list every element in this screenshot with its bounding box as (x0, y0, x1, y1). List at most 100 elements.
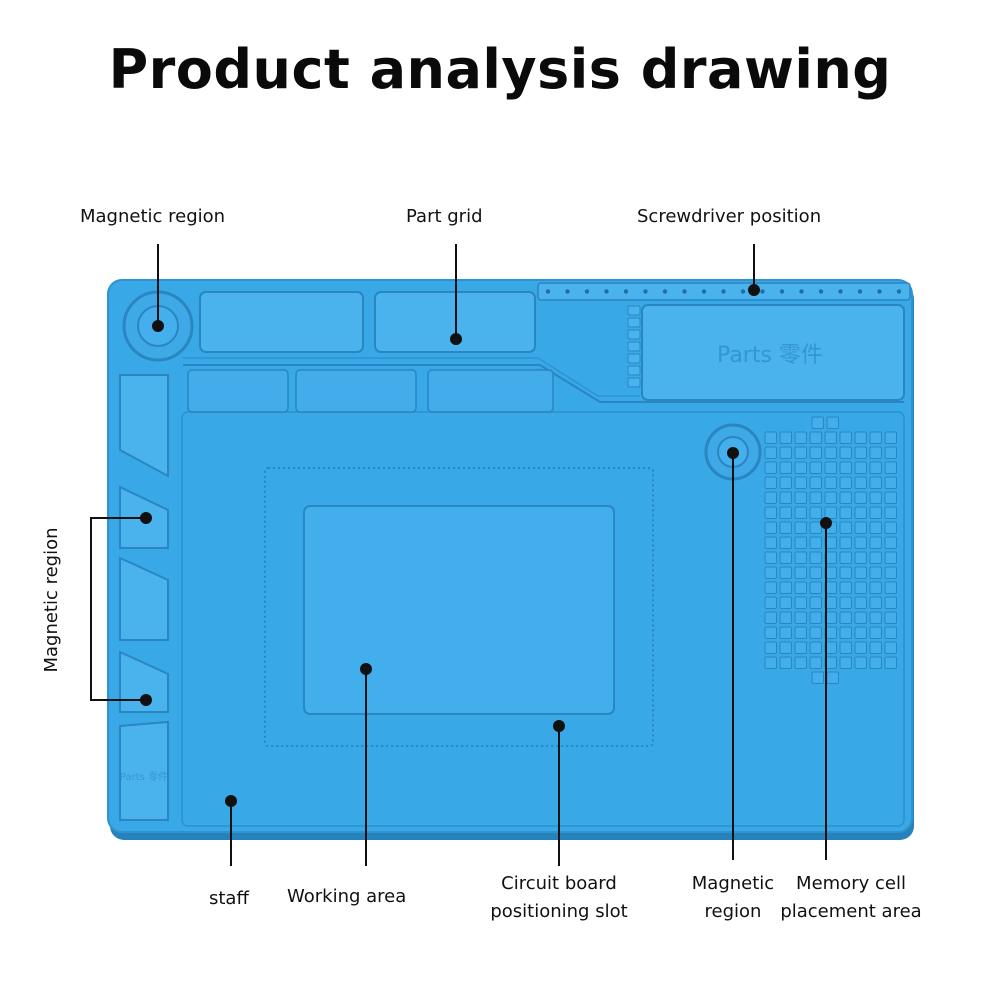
memory-cell (826, 671, 839, 684)
memory-cell (854, 641, 867, 654)
slot-1 (187, 369, 289, 413)
memory-cell (794, 446, 807, 459)
channel-boundary-upper (183, 357, 640, 397)
leader-dot-memory-cell (820, 517, 832, 529)
memory-cell (869, 461, 882, 474)
leader-dot-magnetic-right (727, 447, 739, 459)
left-pocket-3 (119, 556, 169, 641)
memory-cell (839, 491, 852, 504)
memory-cell (779, 536, 792, 549)
memory-cell (779, 626, 792, 639)
memory-cell (839, 521, 852, 534)
memory-cell (794, 476, 807, 489)
memory-cell (811, 671, 824, 684)
memory-cell (809, 521, 822, 534)
memory-cell (794, 521, 807, 534)
memory-cell (839, 431, 852, 444)
label-screwdriver-position: Screwdriver position (637, 206, 822, 227)
workspace-border (181, 411, 905, 827)
memory-cell (869, 656, 882, 669)
memory-cell (809, 446, 822, 459)
memory-cell (839, 581, 852, 594)
memory-cell (854, 656, 867, 669)
notch-cell (627, 377, 641, 388)
memory-cell (809, 551, 822, 564)
memory-cell (809, 506, 822, 519)
memory-cell (869, 476, 882, 489)
memory-cell (854, 596, 867, 609)
memory-cell (884, 656, 897, 669)
slot-3 (427, 369, 554, 413)
memory-cell (826, 416, 839, 429)
memory-cell (884, 431, 897, 444)
memory-cell (764, 491, 777, 504)
memory-cell (869, 611, 882, 624)
memory-cell (779, 521, 792, 534)
memory-cell (839, 551, 852, 564)
memory-cell (854, 431, 867, 444)
memory-cell (839, 626, 852, 639)
memory-cell (854, 461, 867, 474)
memory-cell (854, 476, 867, 489)
memory-cell (764, 581, 777, 594)
memory-cell (779, 491, 792, 504)
memory-cell (884, 641, 897, 654)
label-magnetic-region-left: Magnetic region (41, 527, 62, 673)
memory-cell (884, 536, 897, 549)
memory-cell (884, 626, 897, 639)
memory-cell (884, 491, 897, 504)
left-pocket-4 (119, 650, 169, 713)
memory-cell (839, 536, 852, 549)
memory-cell (869, 536, 882, 549)
memory-cell (809, 431, 822, 444)
left-pocket-1 (119, 374, 169, 478)
memory-cell (839, 641, 852, 654)
memory-cell (854, 521, 867, 534)
notch-cell (627, 353, 641, 364)
memory-cell (809, 461, 822, 474)
memory-cell (854, 506, 867, 519)
memory-cell (779, 581, 792, 594)
memory-cell (779, 446, 792, 459)
memory-cell (809, 491, 822, 504)
memory-cell (764, 431, 777, 444)
memory-cell (869, 506, 882, 519)
memory-cell (779, 596, 792, 609)
label-memory-cell-line2: placement area (780, 901, 922, 922)
screwdriver-hole (838, 289, 843, 294)
label-part-grid: Part grid (406, 206, 483, 227)
memory-cell (824, 506, 837, 519)
memory-cell (779, 566, 792, 579)
parts-pocket-right-label: Parts 零件 (717, 343, 823, 368)
memory-cell (794, 581, 807, 594)
memory-cell (839, 506, 852, 519)
label-magnetic-region-bottom-line1: Magnetic (691, 873, 775, 894)
memory-cell (869, 566, 882, 579)
memory-cell (884, 551, 897, 564)
screwdriver-hole (740, 289, 746, 294)
channel-boundary (183, 364, 904, 403)
leader-dot-magnetic-top (152, 320, 164, 332)
memory-cell (794, 566, 807, 579)
memory-cell (854, 626, 867, 639)
screwdriver-hole (760, 289, 765, 294)
label-circuit-board-line2: positioning slot (490, 901, 628, 922)
memory-cell (794, 626, 807, 639)
leader-magnetic-left-bracket (90, 517, 146, 701)
memory-cell (809, 611, 822, 624)
memory-cell (779, 506, 792, 519)
memory-cell (869, 626, 882, 639)
screwdriver-hole (604, 289, 609, 294)
notch-column (627, 305, 641, 388)
memory-cell (764, 641, 777, 654)
memory-cell (809, 476, 822, 489)
notch-cell (627, 365, 641, 376)
memory-cell (854, 611, 867, 624)
memory-cell (824, 446, 837, 459)
label-circuit-board-line1: Circuit board (501, 873, 617, 894)
memory-cell (824, 431, 837, 444)
part-grid-pocket-1 (199, 291, 364, 353)
memory-cell (794, 551, 807, 564)
memory-cell (779, 656, 792, 669)
screwdriver-hole (857, 289, 863, 294)
